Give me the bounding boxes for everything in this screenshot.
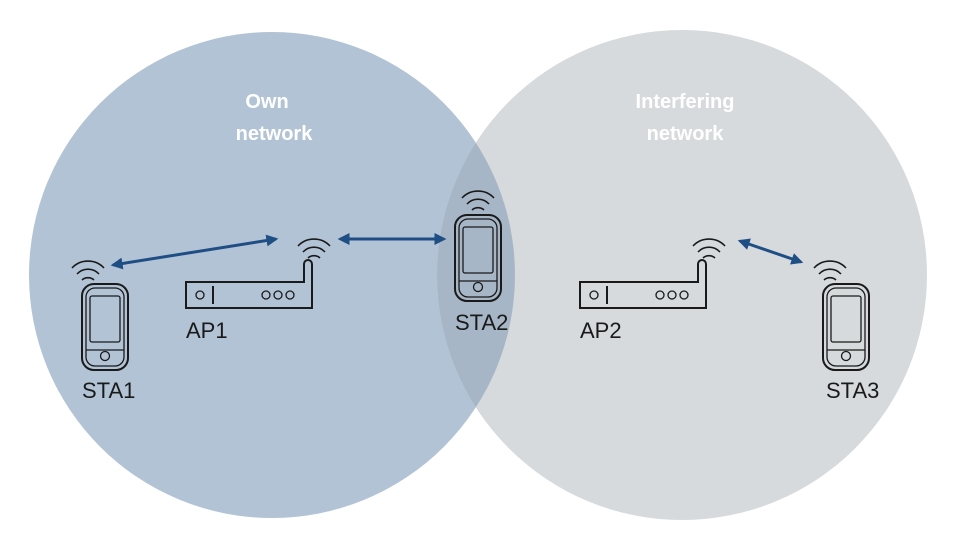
sta1-station: STA1 <box>71 260 135 403</box>
link-sta1-ap1-arrow <box>110 234 279 270</box>
own-network-title-line2: network <box>236 123 314 145</box>
ap2-label: AP2 <box>580 318 622 343</box>
link-ap2-sta3-arrow <box>737 238 804 265</box>
sta3-label: STA3 <box>826 378 879 403</box>
ap2-access-point: AP2 <box>579 238 726 343</box>
own-network-title-line1: Own <box>245 91 288 113</box>
ap1-access-point: AP1 <box>185 238 331 343</box>
interfering-network-area <box>437 30 927 520</box>
sta2-label: STA2 <box>455 310 508 335</box>
ap1-label: AP1 <box>186 318 228 343</box>
interfering-network-title-line1: Interfering <box>636 91 735 113</box>
own-network-area <box>29 32 515 518</box>
interfering-network-title-line2: network <box>647 123 725 145</box>
sta2-station: STA2 <box>454 190 508 335</box>
sta3-station: STA3 <box>813 260 879 403</box>
sta1-label: STA1 <box>82 378 135 403</box>
